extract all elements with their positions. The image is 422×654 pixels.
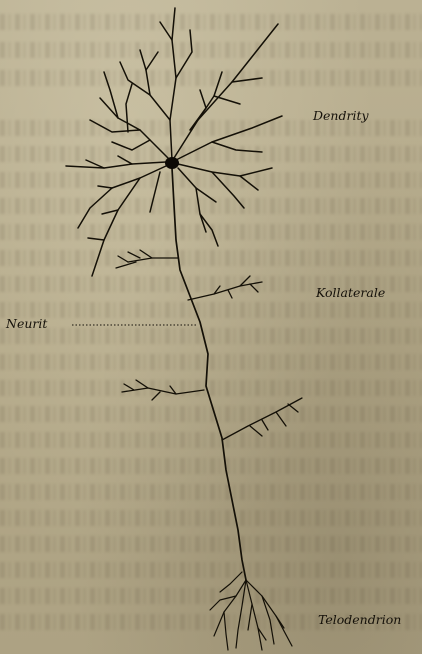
collateral-group (116, 250, 302, 440)
dendrite (200, 214, 218, 246)
terminal-branch (210, 596, 236, 610)
terminal-branch (248, 604, 252, 630)
dendrite (176, 116, 282, 160)
dendrite (176, 30, 192, 78)
dendrite (170, 8, 176, 160)
terminal-branch (220, 572, 242, 592)
soma-cell-body (165, 157, 179, 169)
label-kollaterale: Kollaterale (316, 285, 385, 300)
telodendrion-branches (210, 572, 292, 650)
collateral-twig (250, 404, 298, 436)
dendrite (66, 162, 166, 168)
dendrite (98, 186, 112, 188)
dendrite (232, 78, 262, 82)
dendrite (112, 140, 150, 150)
dendrite (196, 188, 216, 202)
terminal-branch (246, 580, 292, 646)
collateral (222, 398, 302, 440)
terminal-branch (236, 580, 246, 648)
axon-neurite (172, 168, 246, 580)
dendrite (160, 22, 172, 40)
dendrite (190, 90, 206, 130)
dendrite (150, 172, 160, 212)
dendrite (88, 238, 104, 240)
dendrite (178, 164, 272, 176)
dendrite (212, 142, 262, 152)
dendrite (214, 96, 240, 104)
dendrite (146, 52, 158, 70)
dendrite (118, 156, 132, 164)
dendrite (240, 176, 258, 190)
dendrite (140, 50, 170, 120)
collateral (122, 388, 204, 394)
terminal-branch (276, 616, 284, 628)
terminal-branch (246, 580, 262, 650)
label-neurit: Neurit (6, 316, 47, 331)
label-dendrity: Dendrity (313, 108, 369, 123)
terminal-branch (224, 612, 228, 650)
dendrite (78, 166, 166, 228)
collateral (128, 258, 178, 262)
dendrite (178, 168, 206, 232)
label-telodendrion: Telodendrion (318, 612, 401, 627)
dendrite (174, 24, 278, 158)
dendrite-tree (66, 8, 282, 276)
dendrite (212, 172, 244, 208)
